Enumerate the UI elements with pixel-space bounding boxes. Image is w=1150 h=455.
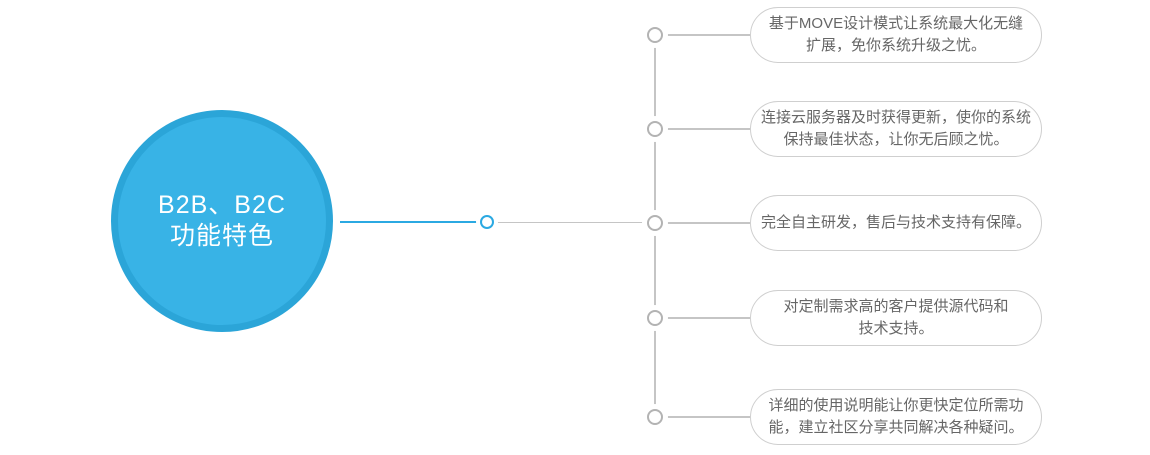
feature-text-line: 能，建立社区分享共同解决各种疑问。	[768, 419, 1024, 436]
timeline-node-4	[647, 310, 663, 326]
feature-card-2: 连接云服务器及时获得更新，使你的系统 保持最佳状态，让你无后顾之忧。	[750, 101, 1042, 157]
hub-title-line2: 功能特色	[169, 222, 274, 250]
feature-text-line: 保持最佳状态，让你无后顾之忧。	[783, 131, 1009, 148]
hub-node-circle	[480, 215, 494, 229]
feature-text-line: 技术支持。	[858, 320, 934, 337]
branch-line-4	[655, 317, 750, 319]
branch-line-2	[655, 128, 750, 130]
timeline-node-2	[647, 121, 663, 137]
feature-text-line: 详细的使用说明能让你更快定位所需功	[768, 397, 1024, 414]
feature-text-line: 对定制需求高的客户提供源代码和	[783, 298, 1009, 315]
hub-title: B2B、B2C 功能特色	[158, 190, 286, 252]
feature-text-line: 连接云服务器及时获得更新，使你的系统	[760, 109, 1031, 126]
hub-circle: B2B、B2C 功能特色	[111, 110, 333, 332]
hub-title-line1: B2B、B2C	[158, 191, 286, 219]
timeline-node-5	[647, 409, 663, 425]
feature-card-1: 基于MOVE设计模式让系统最大化无缝 扩展，免你系统升级之忧。	[750, 7, 1042, 63]
feature-text-line: 基于MOVE设计模式让系统最大化无缝	[768, 15, 1024, 32]
hub-connector-line	[340, 221, 487, 223]
timeline-node-3	[647, 215, 663, 231]
branch-line-5	[655, 416, 750, 418]
feature-card-5: 详细的使用说明能让你更快定位所需功 能，建立社区分享共同解决各种疑问。	[750, 389, 1042, 445]
feature-text-line: 扩展，免你系统升级之忧。	[805, 37, 986, 54]
feature-card-3: 完全自主研发，售后与技术支持有保障。	[750, 195, 1042, 251]
timeline-node-1	[647, 27, 663, 43]
feature-text-line: 完全自主研发，售后与技术支持有保障。	[760, 214, 1031, 231]
branch-line-1	[655, 34, 750, 36]
feature-card-4: 对定制需求高的客户提供源代码和 技术支持。	[750, 290, 1042, 346]
branch-line-3	[655, 222, 750, 224]
mid-connector-line	[487, 221, 655, 223]
